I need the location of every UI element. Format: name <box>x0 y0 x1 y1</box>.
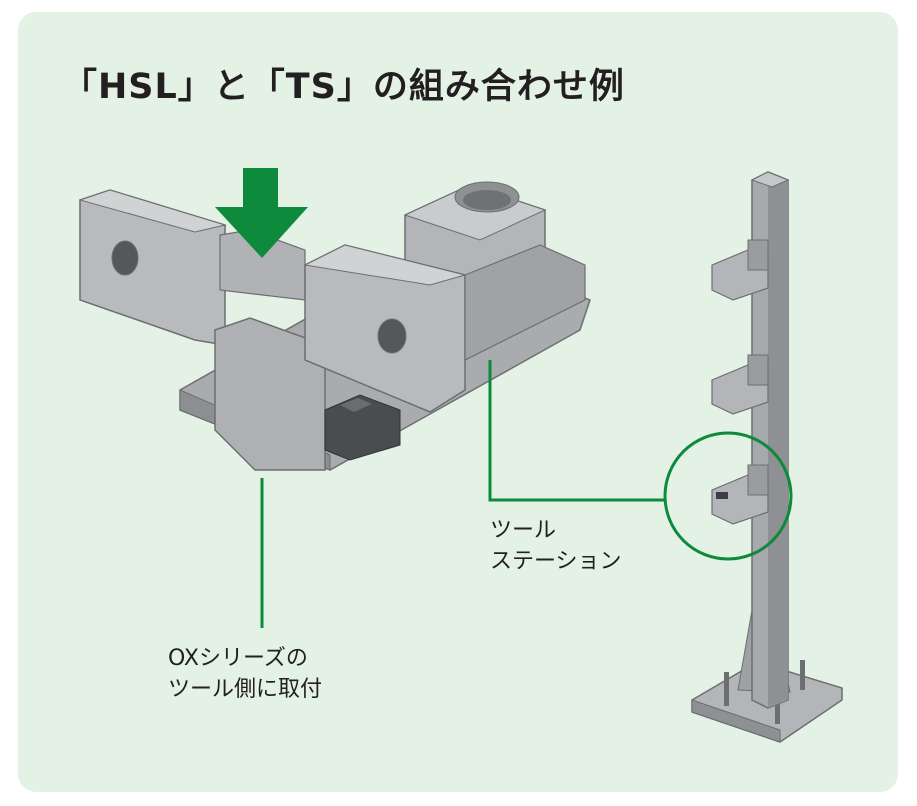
label-tool-station-line2: ステーション <box>490 549 622 574</box>
diagram-title: 「HSL」と「TS」の組み合わせ例 <box>62 67 625 107</box>
label-tool-station-line1: ツール <box>490 518 557 543</box>
label-ox-mount-line2: ツール側に取付 <box>168 677 323 702</box>
label-tool-station: ツール ステーション <box>490 515 622 577</box>
label-ox-mount-line1: OXシリーズの <box>168 646 308 671</box>
leader-line-tool-station <box>488 360 665 502</box>
push-arrow-icon <box>215 168 308 258</box>
hsl-mechanism <box>78 181 591 471</box>
highlight-circle <box>663 431 793 561</box>
tool-station <box>691 171 843 743</box>
label-ox-mount: OXシリーズの ツール側に取付 <box>168 643 322 705</box>
